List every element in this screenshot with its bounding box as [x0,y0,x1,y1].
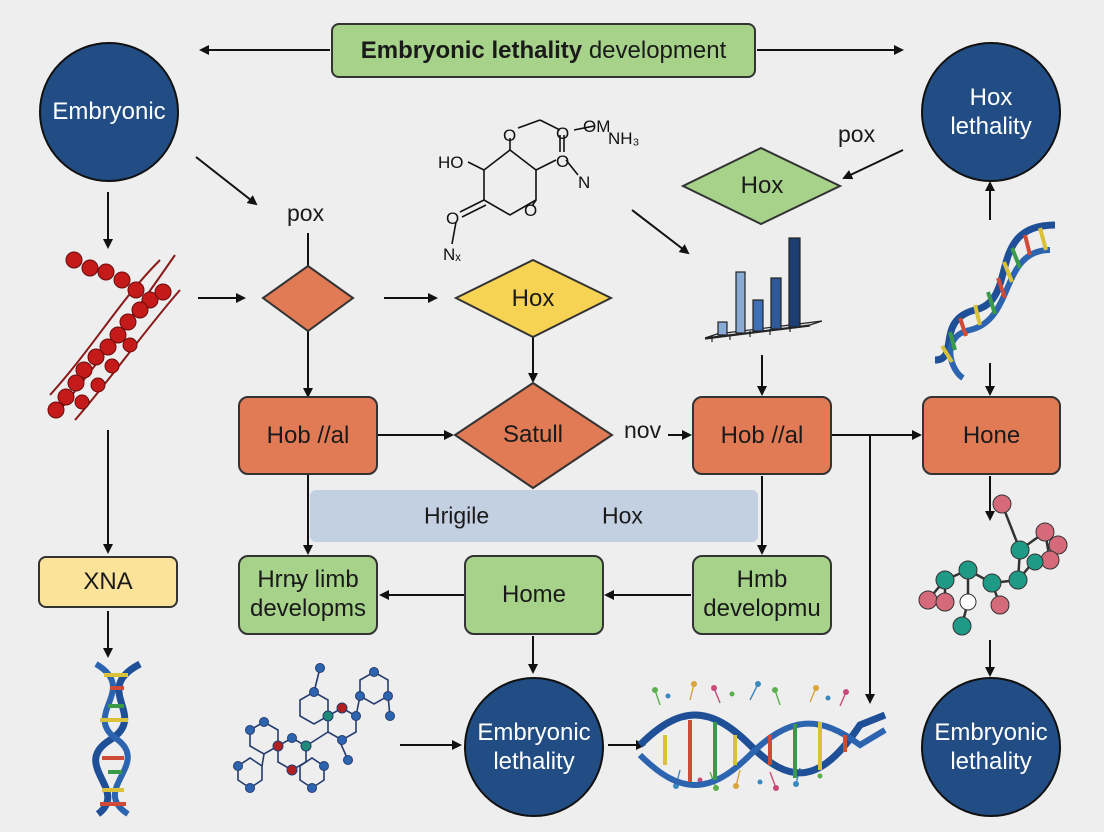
chem-label-o: O [446,209,460,228]
embryonic-label: Embryonic [52,98,166,126]
hob-al-box-right: Hob //al [692,396,832,475]
hrigile-hox-banner: Hrigile Hox [310,490,758,542]
pox-label-left: pox [287,200,325,226]
protein-chain-icon [47,251,181,421]
chem-label-o: O [503,126,517,145]
hox-green-diamond-label: Hox [740,172,784,199]
bar-chart-icon [704,237,823,342]
dna-helix-bottom-left-icon [92,660,142,817]
hox-label: Hox [969,83,1013,111]
hox-yellow-diamond [453,258,614,339]
dna-strand-horizontal-icon [637,681,887,791]
nov-label: nov [624,417,662,443]
connector-arrows [103,149,995,750]
hone-label: Hone [962,421,1021,449]
hob-al-box-left: Hob //al [238,396,378,475]
hob-al-label: Hob //al [266,421,350,449]
hox-green-diamond [680,146,843,226]
chem-label-o: O [556,152,570,171]
orange-diamond [261,264,355,333]
lethality-line: lethality [950,748,1032,775]
lethality-label: lethality [950,113,1032,140]
satull-diamond-label: Satull [502,421,564,448]
chem-label-nh: NH₃ [608,129,640,148]
banner-label-hrigile: Hrigile [424,502,490,529]
molecule-network-atoms [233,663,395,793]
chem-label-om: OM [583,117,611,136]
home-label: Home [501,580,567,608]
banner-label-hox: Hox [602,502,643,529]
embryonic-circle-top-left: Embryonic [39,42,179,182]
satull-diamond [453,381,614,490]
hrny-limb-line2: developms [249,595,367,622]
lethality-line: lethality [493,748,575,775]
hone-box: Hone [922,396,1061,475]
chem-label-n: N [578,173,591,192]
chem-label-o: O [556,124,570,143]
hmb-line1: Hmb [736,566,788,594]
embryonic-line: Embryonic [477,718,591,746]
hob-al-label: Hob //al [720,421,804,449]
hrny-limb-line1: Hrn̵y limb [257,566,359,594]
chem-label-o: O [524,201,538,220]
ball-stick-molecule-icon [918,494,1068,636]
hmb-line2: developmu [703,595,821,622]
embryonic-line: Embryonic [934,718,1048,746]
home-box: Home [464,555,604,635]
dna-helix-icon [934,221,1056,381]
xna-box: XNA [38,556,178,608]
title-box: Embryonic lethality development [331,23,756,78]
title-bold: Embryonic lethality [360,36,583,64]
pox-label-right: pox [838,121,876,147]
chem-label-ho: HO [438,153,464,172]
title-normal: development [588,36,727,64]
molecule-structure-icon [451,119,595,245]
molecule-network-icon [237,667,391,789]
xna-label: XNA [83,568,133,595]
chem-label-nx: Nₓ [443,245,461,264]
hox-yellow-diamond-label: Hox [511,285,555,312]
